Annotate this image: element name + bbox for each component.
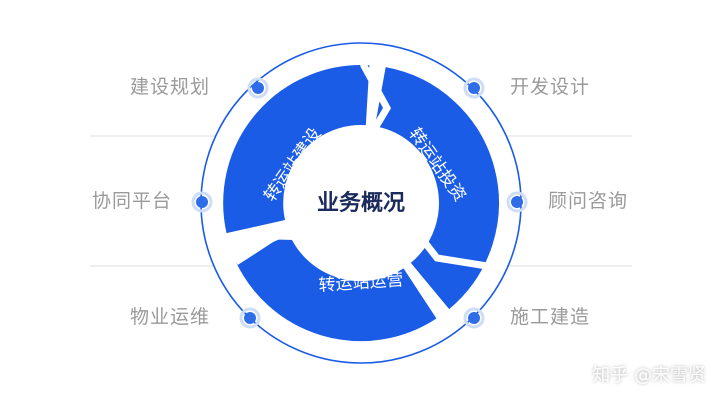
left-item-planning: 建设规划 [130,76,211,98]
left-item-platform: 协同平台 [92,190,173,212]
dot-right-middle [511,196,523,208]
right-item-design: 开发设计 [510,76,591,98]
right-item-consulting: 顾问咨询 [548,190,629,212]
segment-arc-operation [234,233,437,342]
dot-left-top [252,82,264,94]
segment-divider-top [359,62,392,149]
dot-left-middle [196,196,208,208]
left-item-property: 物业运维 [130,306,211,328]
dot-right-bottom [468,312,480,324]
right-item-construction: 施工建造 [510,306,591,328]
dot-left-bottom [244,312,256,324]
center-circle [297,139,425,267]
center-title: 业务概况 [317,190,405,216]
segment-arc-construction [223,65,370,234]
segment-divider-left [234,232,314,265]
segment-divider-right [409,223,488,270]
watermark: 知乎 @宋雪贤 [592,365,706,386]
dot-right-top [468,82,480,94]
